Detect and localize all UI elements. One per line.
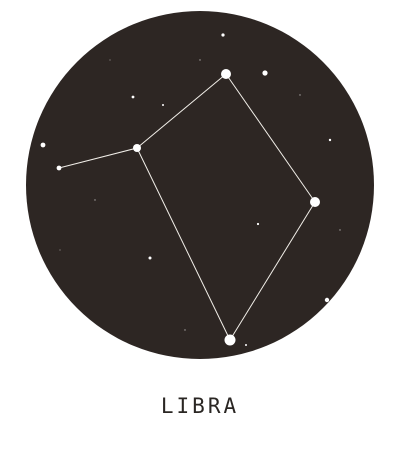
constellation-line (58, 147, 138, 169)
background-star (184, 329, 186, 331)
star-d (133, 144, 141, 152)
constellation-lines (58, 73, 316, 341)
background-star (245, 344, 247, 346)
background-star (324, 297, 330, 303)
background-star (262, 70, 268, 76)
background-star (71, 307, 75, 311)
star-c (224, 334, 236, 346)
background-star (328, 138, 332, 142)
constellation-title: LIBRA (160, 394, 240, 418)
background-star (256, 222, 260, 226)
background-star (109, 59, 111, 61)
background-stars (40, 33, 341, 346)
background-star (162, 104, 164, 106)
constellation-line (225, 73, 316, 203)
background-star (40, 142, 46, 148)
background-star (131, 95, 135, 99)
constellation-line (136, 73, 227, 149)
background-star (148, 256, 152, 260)
background-star (339, 229, 341, 231)
background-star (94, 199, 96, 201)
background-star (221, 33, 225, 37)
star-a (221, 69, 231, 79)
background-star (59, 249, 61, 251)
background-star (299, 94, 301, 96)
background-star (199, 59, 201, 61)
constellation-stars (56, 69, 320, 346)
star-b (310, 197, 320, 207)
night-sky-disc (26, 11, 374, 359)
constellation-line (136, 147, 231, 341)
constellation-line (229, 201, 316, 341)
star-e (56, 165, 62, 171)
